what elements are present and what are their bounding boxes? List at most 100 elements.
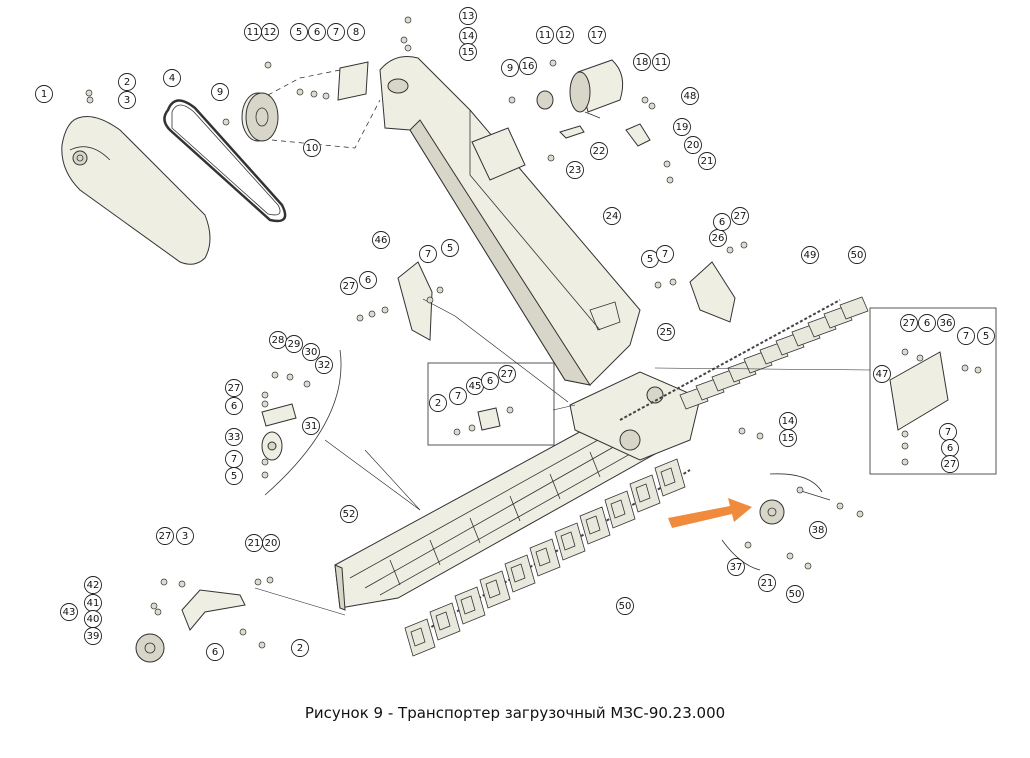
callout-number: 46 (375, 235, 388, 246)
figure-caption: Рисунок 9 - Транспортер загрузочный МЗС-… (304, 704, 726, 722)
callout-number: 18 (636, 57, 649, 68)
callout: 32 (315, 356, 333, 374)
callout-number: 27 (944, 459, 957, 470)
fastener (381, 306, 389, 314)
callout: 42 (84, 576, 102, 594)
callout: 24 (603, 207, 621, 225)
callout: 14 (779, 412, 797, 430)
callout: 38 (809, 521, 827, 539)
callout: 39 (84, 627, 102, 645)
callout-number: 6 (231, 401, 237, 412)
callout: 20 (262, 534, 280, 552)
paddle (504, 554, 536, 593)
paddle (629, 474, 661, 513)
callout-number: 27 (343, 281, 356, 292)
callout-number: 29 (288, 339, 301, 350)
fastener (261, 400, 269, 408)
callout: 31 (302, 417, 320, 435)
fastener (150, 602, 158, 610)
callout: 7 (449, 387, 467, 405)
callout: 21 (758, 574, 776, 592)
fastener (796, 486, 804, 494)
callout: 22 (590, 142, 608, 160)
head-section (569, 371, 701, 461)
callout: 14 (459, 27, 477, 45)
callout: 40 (84, 610, 102, 628)
fastener (901, 458, 909, 466)
callout-number: 7 (455, 391, 461, 402)
callout: 50 (786, 585, 804, 603)
callout: 7 (327, 23, 345, 41)
callout: 50 (616, 597, 634, 615)
callout-number: 27 (734, 211, 747, 222)
callout-number: 40 (87, 614, 100, 625)
side-plate-46 (397, 261, 433, 341)
callout-number: 11 (539, 30, 552, 41)
callout-number: 11 (655, 57, 668, 68)
callout: 41 (84, 594, 102, 612)
callout-number: 27 (228, 383, 241, 394)
fastener (154, 608, 162, 616)
fastener (160, 578, 168, 586)
callout-number: 24 (606, 211, 619, 222)
v-belt (163, 99, 287, 223)
callout-number: 25 (660, 327, 673, 338)
callout: 12 (556, 26, 574, 44)
callout: 50 (848, 246, 866, 264)
fastener (916, 354, 924, 362)
lower-chain-with-paddles (404, 458, 691, 657)
fastener (271, 371, 279, 379)
callout-number: 50 (619, 601, 632, 612)
fastener (404, 16, 412, 24)
paddle (429, 602, 461, 641)
fastener (666, 176, 674, 184)
callout: 9 (501, 59, 519, 77)
callout-number: 7 (333, 27, 339, 38)
callout: 3 (176, 527, 194, 545)
paddle (604, 490, 636, 529)
fastener (641, 96, 649, 104)
fastener (547, 154, 555, 162)
fastener (669, 278, 677, 286)
callout-number: 5 (447, 243, 453, 254)
callout: 47 (873, 365, 891, 383)
fastener (178, 580, 186, 588)
fastener (258, 641, 266, 649)
callout: 36 (937, 314, 955, 332)
fastener (786, 552, 794, 560)
fastener (264, 61, 272, 69)
callout-number: 6 (212, 647, 218, 658)
callout: 11 (536, 26, 554, 44)
callout-number: 3 (182, 531, 188, 542)
fastener (756, 432, 764, 440)
callout-number: 2 (297, 643, 303, 654)
fastener (296, 88, 304, 96)
fastener (261, 471, 269, 479)
callout: 30 (302, 343, 320, 361)
callout: 27 (498, 365, 516, 383)
fastener (222, 118, 230, 126)
callout-number: 42 (87, 580, 100, 591)
callout-number: 5 (296, 27, 302, 38)
callout: 11 (652, 53, 670, 71)
callout-number: 22 (593, 146, 606, 157)
callout: 6 (481, 372, 499, 390)
callout: 8 (347, 23, 365, 41)
fastener (436, 286, 444, 294)
callout-number: 15 (782, 433, 795, 444)
callout: 13 (459, 7, 477, 25)
callout-number: 31 (305, 421, 318, 432)
callout: 5 (225, 467, 243, 485)
callout-number: 20 (687, 140, 700, 151)
fastener (744, 541, 752, 549)
callout-number: 23 (569, 165, 582, 176)
fastener (804, 562, 812, 570)
callout-number: 8 (353, 27, 359, 38)
callout: 20 (684, 136, 702, 154)
callout-number: 6 (947, 443, 953, 454)
tensioner-bracket (261, 403, 297, 427)
callout: 29 (285, 335, 303, 353)
callout: 27 (941, 455, 959, 473)
callout-number: 45 (469, 381, 482, 392)
